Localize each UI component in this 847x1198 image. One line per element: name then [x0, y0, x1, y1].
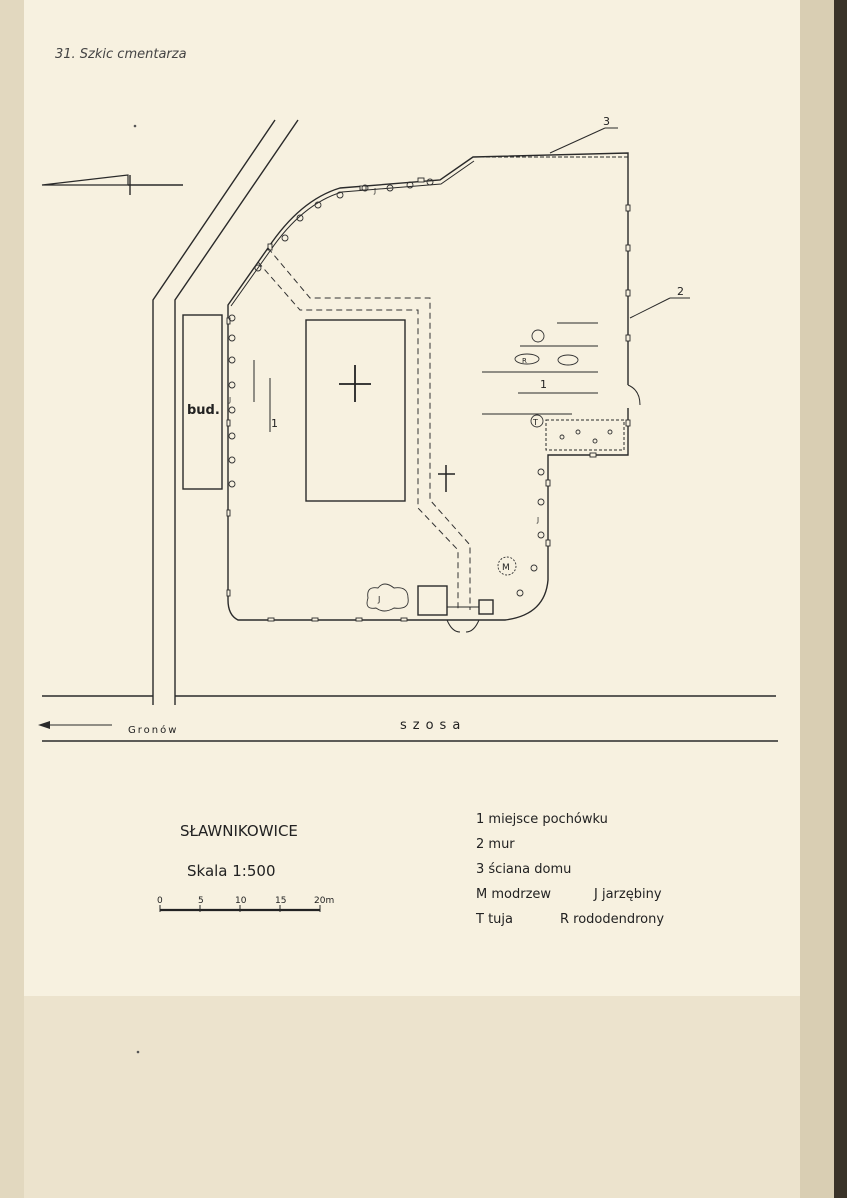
church-outline — [257, 247, 471, 610]
svg-text:J: J — [373, 187, 376, 195]
paper-speck — [133, 124, 137, 128]
legend-item: 2 mur — [476, 837, 515, 852]
south-gate — [417, 585, 494, 633]
place-name: SŁAWNIKOWICE — [180, 822, 298, 840]
scale-bar: 0 5 10 15 20m — [157, 896, 334, 912]
thuja-hedge: T — [530, 414, 625, 451]
north-arrow — [41, 174, 183, 195]
legend-item: J jarzębiny — [593, 887, 662, 902]
building: bud. — [182, 314, 223, 490]
svg-text:1: 1 — [540, 378, 547, 391]
direction-label: Gronów — [128, 724, 178, 736]
main-road: szosa Gronów — [38, 695, 778, 742]
larch-tree: M — [497, 556, 517, 576]
svg-text:R: R — [522, 357, 527, 365]
burial-marker-left: 1 — [253, 360, 278, 432]
svg-text:0: 0 — [157, 896, 163, 906]
house-wall-callout: 3 — [603, 115, 610, 128]
thuja-label: T — [532, 418, 538, 427]
page-left-margin — [0, 0, 24, 1198]
page-dark-edge — [834, 0, 847, 1198]
legend-item: 1 miejsce pochówku — [476, 812, 608, 827]
rowan-trees: J J J — [228, 178, 545, 597]
legend-item: M modrzew — [476, 887, 551, 902]
paper-speck — [136, 1050, 140, 1054]
legend-item: 3 ściana domu — [476, 862, 571, 877]
legend-item: T tuja — [475, 912, 513, 927]
rhododendron-shrubs: R — [514, 353, 579, 366]
larch-label: M — [502, 563, 510, 573]
cemetery-wall — [226, 152, 631, 622]
legend: 1 miejsce pochówku 2 mur 3 ściana domu M… — [475, 812, 664, 927]
wall-callout: 2 — [677, 285, 684, 298]
page-title: 31. Szkic cmentarza — [55, 47, 187, 62]
small-cross — [438, 465, 455, 492]
svg-text:15: 15 — [275, 896, 286, 906]
page-bottom-margin — [24, 996, 800, 1198]
building-label: bud. — [187, 403, 220, 418]
svg-text:10: 10 — [235, 896, 247, 906]
burial-rows: 1 — [482, 322, 598, 415]
scale-text: Skala 1:500 — [187, 862, 276, 880]
central-plot — [305, 319, 406, 502]
legend-item: R rododendrony — [560, 912, 664, 927]
svg-text:J: J — [536, 516, 539, 524]
svg-text:5: 5 — [198, 896, 204, 906]
svg-text:20m: 20m — [314, 896, 334, 906]
side-road — [152, 119, 299, 705]
rowan-bush: J — [366, 583, 409, 612]
svg-text:J: J — [377, 595, 380, 604]
east-gate — [626, 384, 641, 408]
wall-callouts: 3 2 — [549, 115, 690, 319]
svg-text:J: J — [228, 396, 231, 404]
svg-text:1: 1 — [271, 417, 278, 430]
road-label: szosa — [400, 718, 466, 733]
